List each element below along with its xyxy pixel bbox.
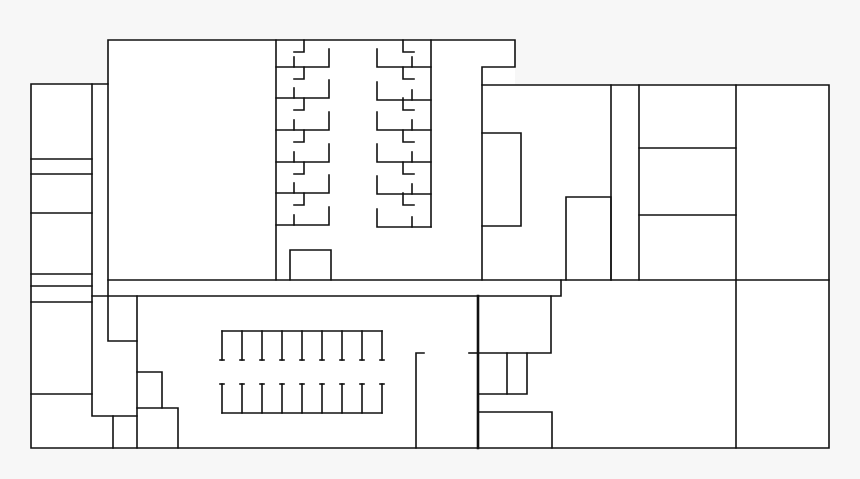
stall-hook-right bbox=[402, 39, 415, 53]
walls bbox=[30, 39, 830, 450]
stall-right bbox=[376, 48, 432, 68]
stall-hook-left bbox=[293, 39, 305, 53]
stall-hook-left bbox=[293, 192, 305, 206]
stall-hook-right bbox=[402, 161, 415, 175]
wall bbox=[481, 132, 522, 227]
corridor-wall bbox=[91, 279, 562, 297]
stall-right bbox=[376, 175, 432, 195]
wall bbox=[107, 83, 138, 342]
stall-right bbox=[376, 81, 432, 101]
floor-area bbox=[31, 40, 829, 448]
stall-hook-right bbox=[402, 66, 415, 80]
stall-right bbox=[376, 208, 432, 228]
parking-bays bbox=[219, 330, 385, 414]
stall-hook-left bbox=[293, 161, 305, 175]
stall-right bbox=[376, 143, 432, 163]
door-wall bbox=[415, 352, 425, 449]
stall-hook-right bbox=[402, 97, 415, 111]
wall bbox=[477, 411, 553, 449]
wall bbox=[477, 352, 528, 395]
stall-hook-right bbox=[402, 129, 415, 143]
small-room bbox=[289, 249, 332, 281]
wall bbox=[136, 407, 179, 449]
wall bbox=[136, 371, 163, 409]
stall-hook-left bbox=[293, 66, 305, 80]
stall-right bbox=[376, 111, 432, 131]
wall bbox=[477, 295, 552, 354]
outer-wall bbox=[30, 39, 830, 449]
restroom-stalls bbox=[275, 39, 432, 228]
stall-hook-left bbox=[293, 129, 305, 143]
stall-hook-left bbox=[293, 97, 305, 111]
wall bbox=[91, 83, 138, 417]
stall-hook-right bbox=[402, 192, 415, 206]
